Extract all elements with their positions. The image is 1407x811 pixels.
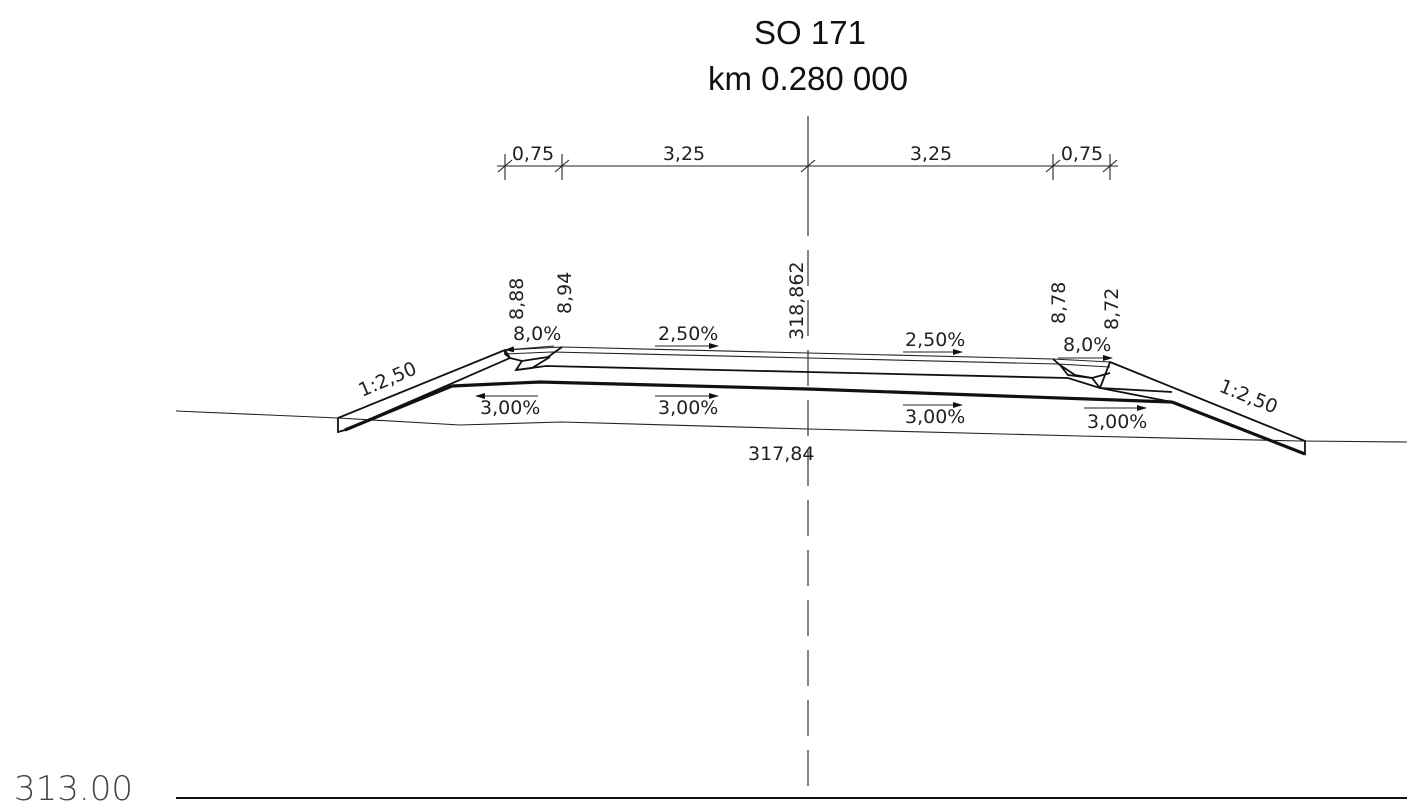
- slope-left-embankment: 1:2,50: [355, 358, 420, 402]
- datum-label: 313.00: [14, 769, 133, 809]
- slope-subgrade-1: 3,00%: [480, 397, 540, 419]
- terrain-line: [175, 410, 1407, 443]
- slope-left-lane: 2,50%: [658, 323, 718, 345]
- slope-subgrade-3: 3,00%: [905, 406, 965, 428]
- arrow-left-shoulder: [504, 345, 555, 353]
- station-label: km 0.280 000: [708, 60, 908, 97]
- slope-subgrade-4: 3,00%: [1087, 411, 1147, 433]
- dim-left-lane: 3,25: [663, 143, 705, 165]
- slope-left-shoulder: 8,0%: [513, 323, 561, 345]
- dim-right-lane: 3,25: [910, 143, 952, 165]
- level-left-outer: 8,88: [506, 278, 528, 320]
- road-structure: [337, 346, 1306, 456]
- level-left-inner: 8,94: [554, 272, 576, 314]
- dim-right-shoulder: 0,75: [1061, 143, 1103, 165]
- slope-right-lane: 2,50%: [905, 329, 965, 351]
- section-title: SO 171: [754, 14, 866, 51]
- dim-left-shoulder: 0,75: [512, 143, 554, 165]
- level-axis: 318,862: [786, 261, 808, 340]
- slope-subgrade-2: 3,00%: [658, 397, 718, 419]
- terrain-level-axis: 317,84: [748, 443, 814, 465]
- slope-right-shoulder: 8,0%: [1063, 334, 1111, 356]
- level-right-inner: 8,78: [1048, 282, 1070, 324]
- level-right-outer: 8,72: [1101, 288, 1123, 330]
- width-dimension: [497, 154, 1118, 180]
- slope-right-embankment: 1:2,50: [1216, 375, 1281, 418]
